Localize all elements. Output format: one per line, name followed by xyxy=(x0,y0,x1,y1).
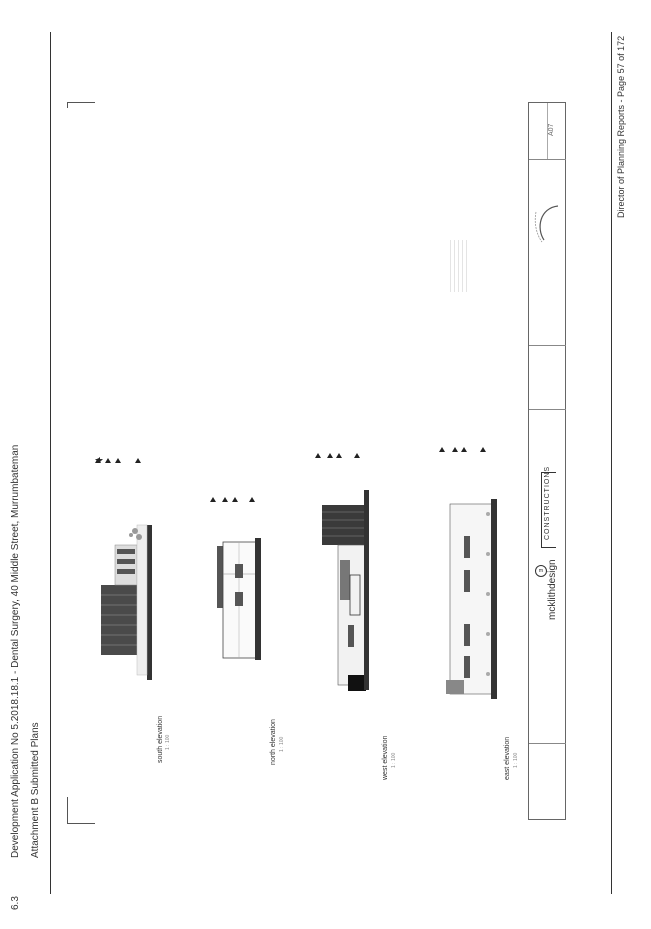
sheet-number: A07 xyxy=(548,123,555,136)
company-logo-mark xyxy=(534,205,559,243)
sheet-corner-top-v xyxy=(67,102,68,108)
document-title: Development Application No 5.2018.18.1 -… xyxy=(10,444,21,858)
title-block-divider-v xyxy=(547,103,548,159)
sheet-corner-top xyxy=(67,102,95,103)
west-elevation-scale: 1 : 100 xyxy=(391,752,397,768)
west-elevation-drawing xyxy=(315,453,369,691)
right-page-border xyxy=(611,32,612,894)
south-elevation-scale: 1 : 100 xyxy=(165,734,171,750)
designer-name: mcklithdesign xyxy=(547,559,558,620)
document-subtitle: Attachment B Submitted Plans xyxy=(30,722,41,858)
east-elevation-label: east elevation xyxy=(504,736,511,780)
west-elevation-label: west elevation xyxy=(382,735,389,780)
north-elevation-scale: 1 : 100 xyxy=(279,736,285,752)
south-elevation-label: south elevation xyxy=(157,715,164,763)
faint-annotation-block xyxy=(450,240,470,292)
sheet-corner-bottom xyxy=(67,823,95,824)
east-elevation-scale: 1 : 100 xyxy=(513,752,519,768)
builder-logo-frame xyxy=(541,472,556,548)
title-block-divider-2 xyxy=(529,345,566,346)
left-page-border xyxy=(50,32,51,894)
title-block-divider-4 xyxy=(529,743,566,744)
item-number: 6.3 xyxy=(10,896,21,910)
east-elevation-drawing xyxy=(439,447,497,699)
sheet-corner-bottom-v xyxy=(67,797,68,824)
footer-page-info: Director of Planning Reports - Page 57 o… xyxy=(616,35,626,218)
title-block xyxy=(528,102,566,820)
designer-logo-icon: m xyxy=(535,565,547,577)
north-elevation-drawing xyxy=(210,497,261,660)
north-elevation-label: north elevation xyxy=(270,719,277,765)
title-block-divider-3 xyxy=(529,409,566,410)
south-elevation-drawing xyxy=(95,457,152,680)
builder-name: CONSTRUCTIONS xyxy=(544,465,551,540)
title-block-divider-1 xyxy=(529,159,566,160)
